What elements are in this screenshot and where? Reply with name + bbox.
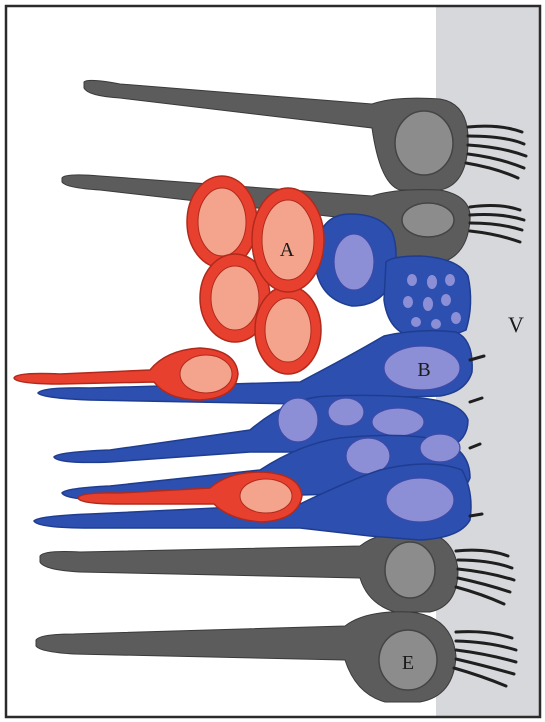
type-a-nucleus — [180, 355, 232, 393]
type-b-nucleus — [372, 408, 424, 436]
label-a: A — [280, 239, 295, 261]
type-b-nucleus — [386, 478, 454, 522]
type-a-nucleus — [265, 298, 311, 362]
type-a-nucleus — [240, 479, 292, 513]
type-a-cell — [255, 286, 321, 374]
label-v: V — [508, 312, 524, 337]
type-a-nucleus — [211, 266, 259, 330]
type-b-nucleus — [278, 398, 318, 442]
type-b-nucleus — [420, 434, 460, 462]
ependymal-nucleus — [402, 203, 454, 237]
type-b-cell-dotted — [384, 256, 471, 337]
type-a-nucleus — [198, 188, 246, 256]
label-b: B — [417, 359, 430, 381]
type-b-nucleus — [334, 234, 374, 290]
type-b-nucleus — [328, 398, 364, 426]
type-a-cell — [187, 176, 257, 268]
ependymal-nucleus — [385, 542, 435, 598]
ependymal-nucleus — [395, 111, 453, 175]
label-e: E — [402, 652, 414, 674]
